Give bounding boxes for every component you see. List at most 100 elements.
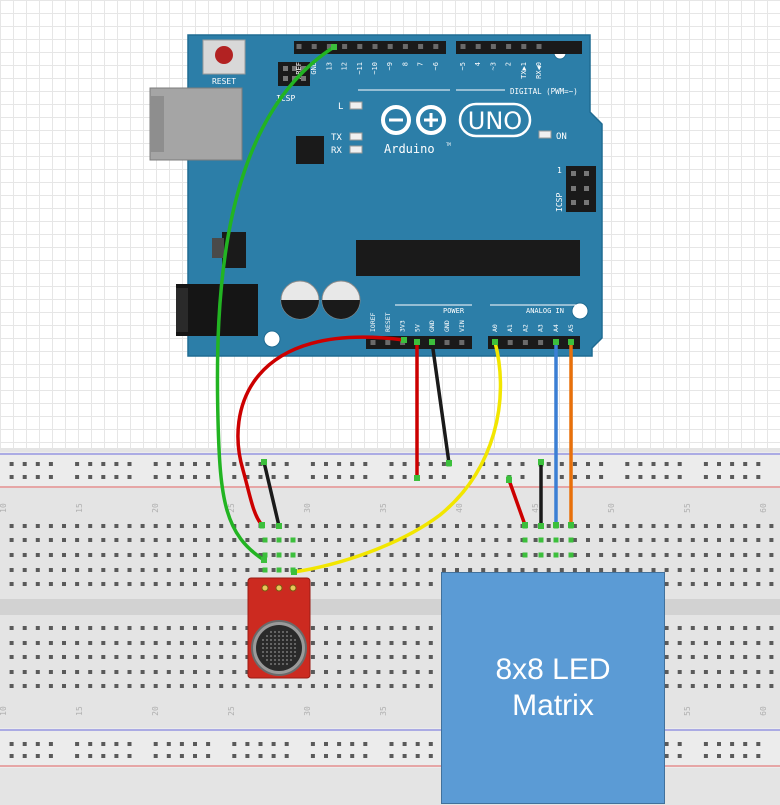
rail-hole — [441, 475, 446, 479]
breadboard-hole — [533, 568, 538, 572]
breadboard-hole — [48, 626, 53, 630]
breadboard-hole — [193, 524, 197, 528]
breadboard-hole — [101, 626, 106, 630]
rail-hole — [324, 462, 328, 466]
breadboard-hole — [114, 626, 119, 630]
header-pin — [536, 44, 542, 49]
rail-hole — [193, 475, 197, 479]
breadboard-hole — [769, 641, 774, 645]
breadboard-hole — [756, 582, 761, 586]
breadboard-hole — [88, 582, 93, 586]
breadboard-hole — [114, 655, 119, 659]
breadboard-hole — [664, 655, 669, 659]
breadboard-hole — [324, 655, 328, 659]
rail-hole — [350, 754, 355, 758]
wire-endpoint — [522, 522, 528, 528]
rail-hole — [166, 754, 171, 758]
breadboard-hole — [730, 538, 735, 542]
breadboard-hole — [22, 655, 27, 659]
mesh-dot — [274, 643, 276, 645]
rail-hole — [468, 475, 473, 479]
breadboard-hole — [690, 670, 695, 674]
mesh-dot — [278, 651, 280, 653]
breadboard-hole — [35, 655, 40, 659]
rail-hole — [245, 754, 250, 758]
header-pin — [372, 44, 378, 49]
breadboard-hole — [730, 568, 735, 572]
breadboard-hole — [127, 524, 132, 528]
breadboard-hole — [350, 684, 355, 688]
column-number: 15 — [75, 503, 84, 513]
breadboard-hole — [166, 655, 171, 659]
mesh-dot — [266, 635, 268, 637]
digital-header-label: DIGITAL (PWM=~) — [510, 87, 578, 96]
header-pin — [385, 340, 391, 345]
rail-hole — [546, 462, 551, 466]
breadboard-hole — [206, 568, 211, 572]
breadboard-hole — [730, 641, 735, 645]
breadboard-hole — [769, 582, 774, 586]
rail-hole — [258, 475, 263, 479]
rail-hole — [428, 754, 433, 758]
breadboard-hole — [599, 538, 604, 542]
rail-hole — [756, 754, 761, 758]
breadboard-hole — [756, 538, 761, 542]
analog-pin-label: A3 — [537, 324, 545, 332]
breadboard-hole — [9, 655, 14, 659]
breadboard-hole — [428, 538, 433, 542]
breadboard-hole — [140, 553, 145, 557]
power-jack-lip — [176, 288, 188, 332]
breadboard-hole — [245, 568, 250, 572]
breadboard-hole — [677, 553, 682, 557]
mesh-dot — [274, 639, 276, 641]
breadboard-hole — [703, 582, 708, 586]
breadboard-hole — [769, 524, 774, 528]
rail-hole — [389, 754, 394, 758]
breadboard-hole — [769, 626, 774, 630]
breadboard-hole — [271, 538, 276, 542]
rail-hole — [284, 742, 289, 746]
breadboard-hole — [441, 568, 446, 572]
rail-hole — [337, 754, 342, 758]
rail-hole — [166, 742, 171, 746]
icsp-label-1: ICSP — [276, 94, 295, 103]
breadboard-hole — [324, 670, 328, 674]
mesh-dot — [278, 659, 280, 661]
breadboard-hole — [9, 684, 14, 688]
rail-hole — [35, 754, 40, 758]
wire-endpoint — [538, 523, 544, 529]
breadboard-hole — [219, 524, 224, 528]
mesh-dot — [274, 659, 276, 661]
breadboard-hole — [324, 538, 328, 542]
breadboard-hole — [415, 553, 420, 557]
mesh-dot — [270, 655, 272, 657]
breadboard-hole — [62, 582, 66, 586]
breadboard-hole — [127, 553, 132, 557]
breadboard-hole — [35, 582, 40, 586]
breadboard-hole — [664, 626, 669, 630]
rail-hole — [717, 754, 721, 758]
breadboard-hole — [599, 553, 604, 557]
mesh-dot — [282, 659, 284, 661]
breadboard-hole — [350, 670, 355, 674]
rail-hole — [363, 475, 368, 479]
breadboard-hole — [166, 582, 171, 586]
breadboard-hole — [9, 670, 14, 674]
breadboard-hole — [245, 553, 250, 557]
breadboard-hole — [428, 553, 433, 557]
mesh-dot — [274, 647, 276, 649]
rail-hole — [625, 475, 630, 479]
breadboard-hole — [363, 524, 368, 528]
breadboard-hole — [415, 538, 420, 542]
breadboard-hole — [586, 568, 590, 572]
mesh-dot — [266, 659, 268, 661]
rail-hole — [625, 462, 630, 466]
rail-hole — [664, 754, 669, 758]
led-rx-label: RX — [331, 146, 342, 156]
column-number: 60 — [759, 706, 768, 716]
rail-hole — [310, 742, 315, 746]
breadboard-hole — [363, 626, 368, 630]
rail-hole — [193, 462, 197, 466]
rail-hole — [402, 742, 407, 746]
mesh-dot — [278, 663, 280, 665]
